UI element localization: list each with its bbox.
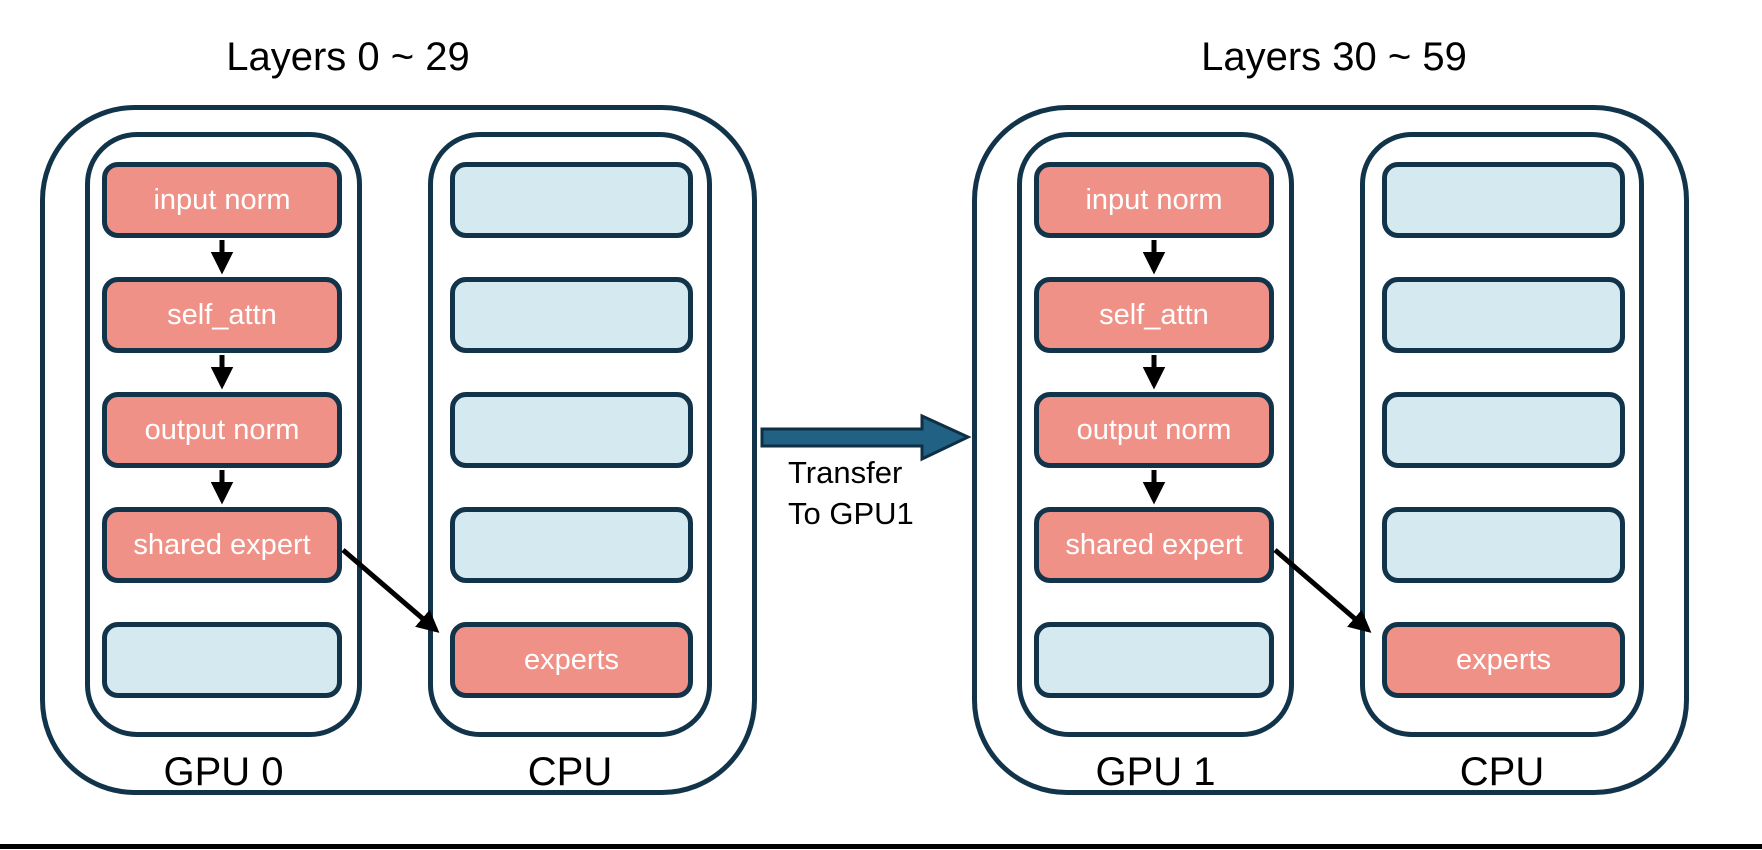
cpu-label-right: CPU bbox=[1459, 750, 1545, 794]
gpu0-empty-slot bbox=[102, 622, 342, 698]
gpu0-block-shared-expert: shared expert bbox=[102, 507, 342, 583]
transfer-label-line1: Transfer bbox=[788, 455, 903, 490]
gpu1-empty-slot bbox=[1034, 622, 1274, 698]
gpu0-block-output-norm: output norm bbox=[102, 392, 342, 468]
group-title-left: Layers 0 ~ 29 bbox=[226, 35, 470, 79]
cpu-right-empty-slot-3 bbox=[1382, 392, 1625, 468]
gpu0-block-self-attn: self_attn bbox=[102, 277, 342, 353]
gpu1-label: GPU 1 bbox=[1095, 750, 1216, 794]
cpu-label-left: CPU bbox=[527, 750, 613, 794]
cpu-left-empty-slot-4 bbox=[450, 507, 693, 583]
group-container-right: input norm self_attn output norm shared … bbox=[972, 105, 1689, 795]
gpu0-block-input-norm: input norm bbox=[102, 162, 342, 238]
cpu-left-empty-slot-3 bbox=[450, 392, 693, 468]
cpu-left-empty-slot-1 bbox=[450, 162, 693, 238]
bottom-rule bbox=[0, 844, 1762, 849]
group-container-left: input norm self_attn output norm shared … bbox=[40, 105, 757, 795]
cpu-right-empty-slot-4 bbox=[1382, 507, 1625, 583]
transfer-label-line2: To GPU1 bbox=[788, 496, 914, 531]
transfer-label: Transfer To GPU1 bbox=[788, 452, 968, 534]
gpu0-label: GPU 0 bbox=[163, 750, 284, 794]
gpu1-block-output-norm: output norm bbox=[1034, 392, 1274, 468]
cpu-right-block-experts: experts bbox=[1382, 622, 1625, 698]
cpu-right-empty-slot-1 bbox=[1382, 162, 1625, 238]
cpu-right-empty-slot-2 bbox=[1382, 277, 1625, 353]
cpu-left-block-experts: experts bbox=[450, 622, 693, 698]
gpu1-block-self-attn: self_attn bbox=[1034, 277, 1274, 353]
gpu1-block-input-norm: input norm bbox=[1034, 162, 1274, 238]
cpu-left-empty-slot-2 bbox=[450, 277, 693, 353]
gpu1-block-shared-expert: shared expert bbox=[1034, 507, 1274, 583]
group-title-right: Layers 30 ~ 59 bbox=[1201, 35, 1467, 79]
